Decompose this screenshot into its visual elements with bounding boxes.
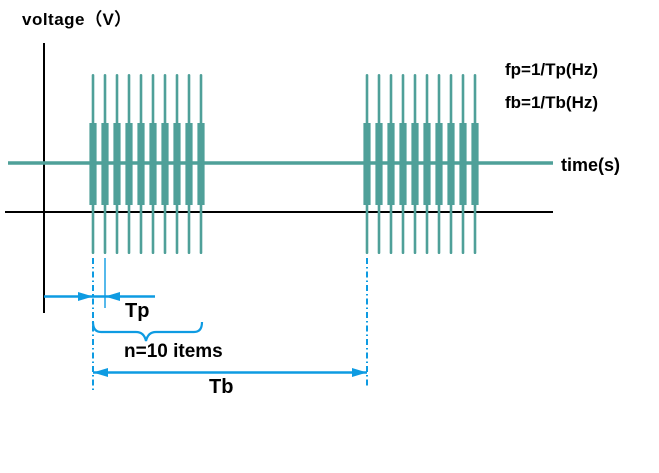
pulse-bar [185, 123, 193, 205]
pulse-bar [137, 123, 145, 205]
pulse-bar [89, 123, 97, 205]
pulse-bar [173, 123, 181, 205]
pulse-bar [101, 123, 109, 205]
pulse-bar [459, 123, 467, 205]
pulse-bar [435, 123, 443, 205]
tp-arrow-left-icon [105, 292, 120, 301]
pulse-bar [411, 123, 419, 205]
pulse-bar [387, 123, 395, 205]
tb-label: Tb [209, 376, 234, 398]
pulse-bar [149, 123, 157, 205]
pulse-bar [471, 123, 479, 205]
pulse-bar [363, 123, 371, 205]
pulse-bar [423, 123, 431, 205]
pulse-bar [447, 123, 455, 205]
y-axis-title: voltage（V） [22, 10, 132, 29]
fb-formula-label: fb=1/Tb(Hz) [505, 93, 599, 112]
n-items-label: n=10 items [124, 341, 223, 362]
tp-arrow-right-icon [78, 292, 93, 301]
pulse-bursts [89, 74, 479, 254]
pulse-bar [125, 123, 133, 205]
fp-formula-label: fp=1/Tp(Hz) [505, 60, 599, 79]
tb-arrow-right-icon [352, 368, 367, 377]
pulse-bar [161, 123, 169, 205]
pulse-bar [197, 123, 205, 205]
pulse-bar [399, 123, 407, 205]
pulse-bar [375, 123, 383, 205]
tp-label: Tp [125, 300, 150, 322]
tb-arrow-left-icon [93, 368, 108, 377]
pulse-bar [113, 123, 121, 205]
time-axis-label: time(s) [561, 155, 621, 175]
n-items-brace [91, 321, 204, 342]
